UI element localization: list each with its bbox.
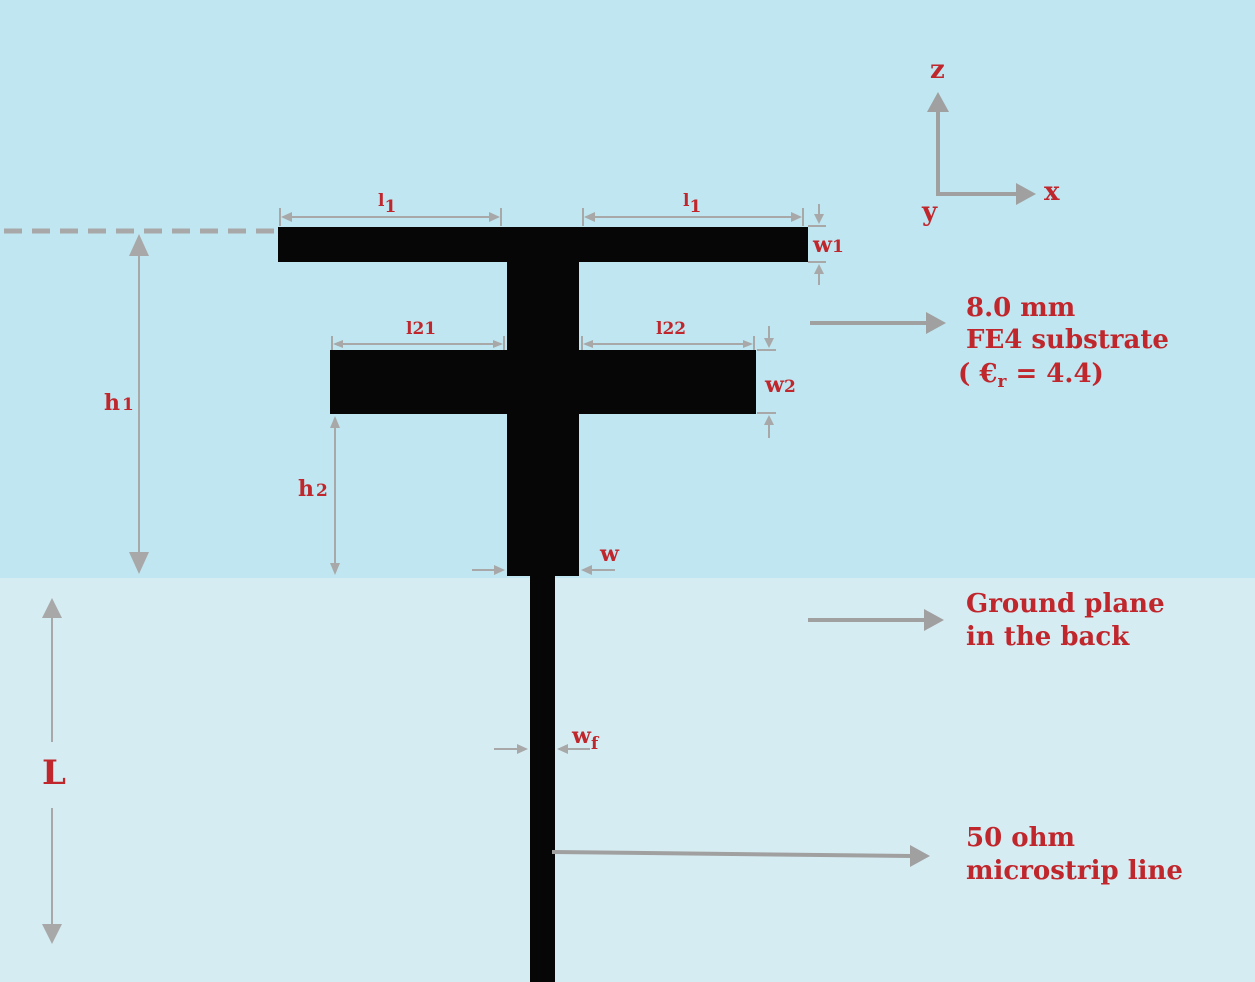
dimension-w1 bbox=[808, 204, 826, 285]
dimension-h1 bbox=[129, 234, 149, 574]
radiator-stem bbox=[507, 227, 579, 576]
dimension-L bbox=[42, 598, 62, 944]
dimension-l22 bbox=[581, 336, 755, 350]
label-l1-left: l1 bbox=[378, 191, 396, 217]
dimension-h2 bbox=[330, 416, 340, 575]
dimension-w bbox=[472, 565, 615, 575]
substrate-callout-text: 8.0 mm FE4 substrate bbox=[966, 293, 1169, 355]
label-w2: w2 bbox=[764, 372, 796, 398]
dimension-l21 bbox=[331, 336, 505, 350]
label-L: L bbox=[42, 753, 66, 793]
dimension-wf bbox=[494, 744, 590, 754]
ground-callout-text: Ground plane in the back bbox=[966, 589, 1174, 652]
feed-callout-text: 50 ohm microstrip line bbox=[966, 823, 1183, 886]
axis-y-label: y bbox=[921, 197, 938, 227]
axis-x-label: x bbox=[1044, 177, 1060, 207]
axis-z-label: z bbox=[930, 55, 945, 85]
ground-callout-arrow bbox=[808, 609, 944, 631]
label-w: w bbox=[599, 541, 620, 567]
ground-plane-region bbox=[0, 578, 1255, 982]
label-l22: l22 bbox=[656, 319, 686, 339]
dimension-l1-right bbox=[582, 208, 804, 226]
dimension-w2 bbox=[757, 326, 776, 438]
feed-callout-arrow bbox=[551, 845, 930, 867]
substrate-region bbox=[0, 0, 1255, 578]
microstrip-feed bbox=[530, 576, 555, 982]
coordinate-axes bbox=[927, 92, 1036, 205]
substrate-permittivity: ( €r = 4.4) bbox=[958, 359, 1104, 392]
substrate-callout-arrow bbox=[810, 312, 946, 334]
label-l21: l21 bbox=[406, 319, 436, 339]
dimension-l1-left bbox=[279, 208, 502, 226]
label-w1: w1 bbox=[812, 232, 844, 258]
label-l1-right: l1 bbox=[683, 191, 701, 217]
label-wf: wf bbox=[571, 723, 600, 754]
